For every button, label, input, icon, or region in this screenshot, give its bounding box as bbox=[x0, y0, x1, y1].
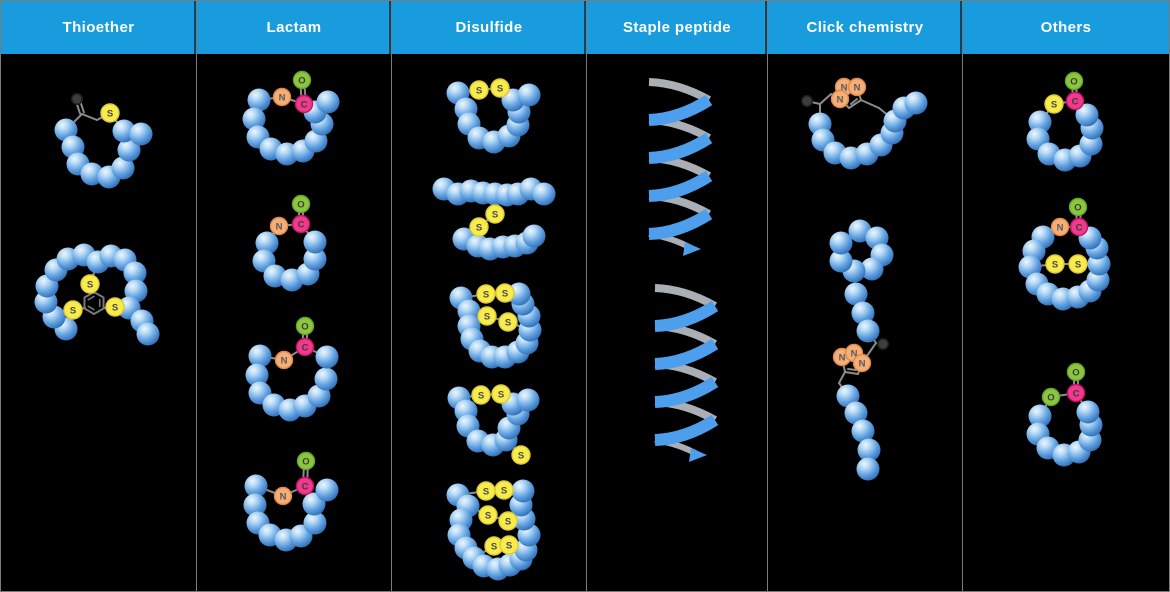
thioester-macrocycle: O S C bbox=[1026, 71, 1104, 172]
column-body-thioether: S S S S bbox=[1, 54, 196, 591]
svg-text:N: N bbox=[281, 355, 288, 366]
svg-text:S: S bbox=[491, 541, 497, 552]
svg-text:S: S bbox=[506, 540, 512, 551]
disulfide-with-free-thiol: S S S bbox=[447, 384, 540, 465]
svg-text:N: N bbox=[279, 92, 286, 103]
svg-text:S: S bbox=[505, 317, 511, 328]
column-header-thioether: Thioether bbox=[1, 1, 196, 54]
svg-text:C: C bbox=[1076, 222, 1083, 233]
lactam-sidechain-1: O N C bbox=[242, 70, 340, 166]
svg-text:C: C bbox=[1072, 96, 1079, 107]
svg-text:O: O bbox=[1070, 76, 1077, 87]
svg-text:S: S bbox=[484, 311, 490, 322]
svg-text:S: S bbox=[478, 390, 484, 401]
svg-text:S: S bbox=[1052, 259, 1058, 270]
column-header-staple-peptide: Staple peptide bbox=[587, 1, 767, 54]
svg-text:O: O bbox=[1047, 392, 1054, 403]
svg-text:S: S bbox=[1075, 259, 1081, 270]
svg-text:S: S bbox=[497, 83, 503, 94]
svg-text:S: S bbox=[1051, 99, 1057, 110]
column-staple-peptide: Staple peptide bbox=[587, 1, 768, 591]
svg-text:S: S bbox=[87, 279, 93, 290]
svg-text:O: O bbox=[297, 199, 304, 210]
svg-text:N: N bbox=[276, 221, 283, 232]
svg-text:N: N bbox=[839, 352, 846, 363]
alpha-helix-1 bbox=[648, 78, 713, 256]
svg-text:S: S bbox=[501, 485, 507, 496]
svg-text:N: N bbox=[280, 491, 287, 502]
svg-text:S: S bbox=[70, 305, 76, 316]
svg-text:S: S bbox=[485, 510, 491, 521]
lactam-sidechain-3: O N C bbox=[243, 451, 339, 552]
column-header-disulfide: Disulfide bbox=[392, 1, 586, 54]
svg-text:C: C bbox=[302, 342, 309, 353]
svg-text:C: C bbox=[302, 481, 309, 492]
column-header-others: Others bbox=[963, 1, 1169, 54]
svg-text:S: S bbox=[107, 108, 113, 119]
svg-text:O: O bbox=[1072, 367, 1079, 378]
thioether-sidechain-macrocycle: S bbox=[54, 93, 153, 189]
svg-text:S: S bbox=[476, 222, 482, 233]
svg-text:C: C bbox=[298, 219, 305, 230]
disulfide-intermolecular: SS bbox=[432, 177, 556, 261]
svg-text:S: S bbox=[476, 85, 482, 96]
alpha-helix-2 bbox=[654, 284, 719, 462]
svg-text:S: S bbox=[502, 288, 508, 299]
lactam-sidechain-2: O N C bbox=[245, 316, 339, 422]
svg-text:O: O bbox=[1074, 202, 1081, 213]
column-body-staple-peptide bbox=[587, 54, 767, 591]
lactam-head-to-tail: O N C bbox=[252, 194, 327, 292]
svg-text:S: S bbox=[483, 486, 489, 497]
column-header-click-chemistry: Click chemistry bbox=[768, 1, 962, 54]
svg-text:C: C bbox=[1073, 388, 1080, 399]
svg-text:N: N bbox=[854, 82, 861, 93]
thioether-bicycle-benzene: S S S bbox=[34, 243, 160, 346]
svg-text:S: S bbox=[505, 516, 511, 527]
lactam-disulfide-bicycle: ON C S S bbox=[1018, 197, 1111, 311]
column-header-lactam: Lactam bbox=[197, 1, 391, 54]
svg-text:S: S bbox=[492, 209, 498, 220]
svg-text:O: O bbox=[302, 456, 309, 467]
svg-text:O: O bbox=[298, 75, 305, 86]
svg-text:C: C bbox=[301, 99, 308, 110]
svg-text:N: N bbox=[837, 94, 844, 105]
svg-text:S: S bbox=[112, 302, 118, 313]
svg-text:N: N bbox=[841, 82, 848, 93]
svg-text:S: S bbox=[518, 450, 524, 461]
svg-text:O: O bbox=[301, 321, 308, 332]
svg-text:S: S bbox=[498, 389, 504, 400]
column-thioether: Thioether S S S S bbox=[1, 1, 197, 591]
svg-text:N: N bbox=[1057, 222, 1064, 233]
svg-text:N: N bbox=[859, 358, 866, 369]
svg-text:N: N bbox=[851, 348, 858, 359]
svg-text:S: S bbox=[483, 289, 489, 300]
